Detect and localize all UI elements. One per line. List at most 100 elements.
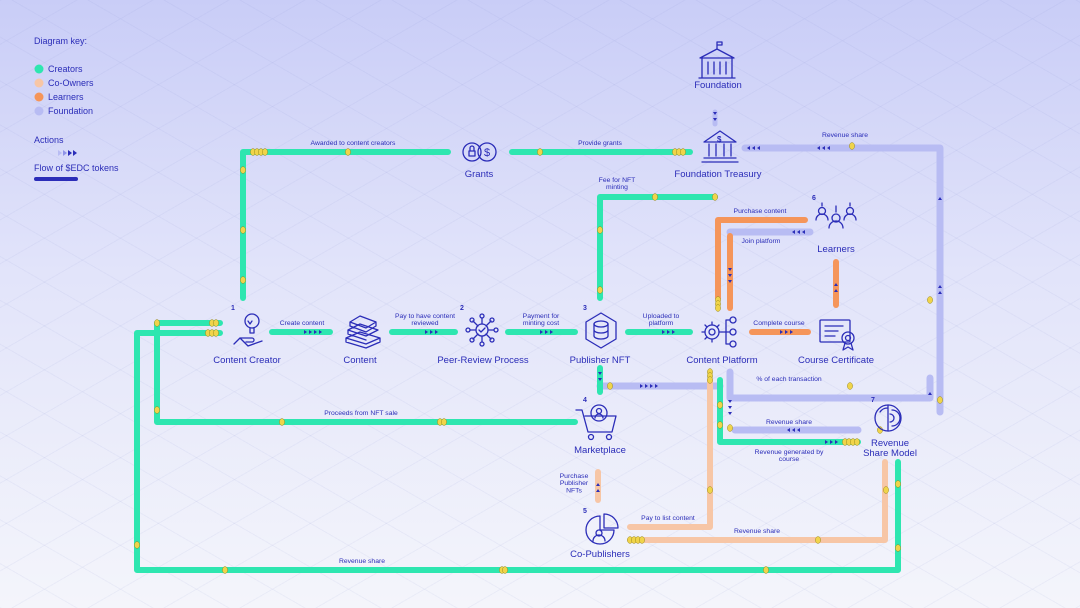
edge-label-pct-transaction: % of each transaction <box>756 376 822 383</box>
key-dot-learners <box>34 92 44 102</box>
step-number-2: 2 <box>460 305 464 312</box>
token-coin <box>262 148 268 156</box>
edge-labels: Awarded to content creators Provide gran… <box>280 132 869 565</box>
flow-foundation-revenue-top <box>741 144 944 416</box>
group-icon <box>815 202 857 229</box>
token-coin <box>712 193 718 201</box>
token-coin <box>895 480 901 488</box>
flow-learner-purchase <box>715 217 808 301</box>
token-coin <box>240 166 246 174</box>
edge-label-create-content: Create content <box>280 320 325 327</box>
token-coin <box>707 376 713 384</box>
arrow-review <box>425 330 438 334</box>
label-content-platform: Content Platform <box>686 355 757 366</box>
token-coin <box>927 296 933 304</box>
token-coin <box>763 566 769 574</box>
flow-foundation-nft-fee <box>597 194 718 301</box>
arrow-join <box>792 230 805 234</box>
token-coin <box>680 148 686 156</box>
token-coin <box>849 142 855 150</box>
certificate-icon <box>819 319 855 351</box>
token-coin <box>502 566 508 574</box>
step-number-3: 3 <box>583 305 587 312</box>
token-coin <box>895 544 901 552</box>
token-coin <box>727 424 733 432</box>
token-coin <box>345 148 351 156</box>
gear-network-icon <box>701 316 737 348</box>
label-course-certificate: Course Certificate <box>798 355 874 366</box>
step-number-1: 1 <box>231 305 235 312</box>
flow-creator-proceeds <box>154 320 578 425</box>
label-content-creator: Content Creator <box>213 355 281 366</box>
key-actions-arrows <box>58 150 77 156</box>
key-dot-coowners <box>34 78 44 88</box>
token-coin <box>597 226 603 234</box>
token-coin <box>441 418 447 426</box>
arrow-platform-down <box>728 400 732 415</box>
arrow-revenue-mid <box>787 428 800 432</box>
step-number-4: 4 <box>583 397 587 404</box>
edge-label-awarded: Awarded to content creators <box>311 140 396 147</box>
label-foundation: Foundation <box>694 80 742 91</box>
building-icon <box>698 41 736 79</box>
svg-text:$: $ <box>484 147 490 159</box>
network-check-icon <box>465 313 499 347</box>
step-number-5: 5 <box>583 508 587 515</box>
arrow-complete <box>780 330 793 334</box>
key-dot-foundation <box>34 106 44 116</box>
edge-label-join-platform: Join platform <box>742 238 781 245</box>
database-hex-icon <box>585 312 617 349</box>
token-coin <box>639 536 645 544</box>
flow-foundation-pct <box>726 368 934 402</box>
diagram-key: Diagram key: Creators Co-Owners Learners… <box>34 36 119 181</box>
key-foundation: Foundation <box>48 106 93 116</box>
edge-label-revenue-share-top: Revenue share <box>822 132 868 139</box>
token-coin <box>854 438 860 446</box>
token-coin <box>597 286 603 294</box>
key-learners: Learners <box>48 92 84 102</box>
step-number-7: 7 <box>871 397 875 404</box>
token-coin <box>715 304 721 312</box>
token-coins <box>134 142 943 574</box>
token-coin <box>213 329 219 337</box>
label-content: Content <box>343 355 377 366</box>
token-coin <box>154 406 160 414</box>
edge-label-pay-list: Pay to list content <box>641 515 695 522</box>
token-coin <box>707 486 713 494</box>
token-coin <box>134 541 140 549</box>
cart-icon <box>575 404 617 441</box>
arrow-learner-down <box>728 268 732 283</box>
token-coin <box>537 148 543 156</box>
edge-label-proceeds-nft: Proceeds from NFT sale <box>324 410 398 417</box>
key-actions: Actions <box>34 135 64 145</box>
arrow-foundation-down <box>713 112 717 121</box>
flow-coowner-pay-list <box>627 377 713 530</box>
label-grants: Grants <box>465 169 494 180</box>
arrow-copub-up <box>596 483 600 492</box>
flow-creator-awarded <box>240 149 451 301</box>
label-marketplace: Marketplace <box>574 445 626 456</box>
lightbulb-hand-icon <box>233 313 263 347</box>
step-number-6: 6 <box>812 195 816 202</box>
label-foundation-treasury: Foundation Treasury <box>674 169 761 180</box>
flow-creator-revenue-bottom <box>134 330 901 573</box>
token-coin <box>240 226 246 234</box>
action-arrows <box>304 112 942 492</box>
key-title: Diagram key: <box>34 36 87 46</box>
key-creators: Creators <box>48 64 83 74</box>
edge-label-revenue-share-mid: Revenue share <box>766 419 812 426</box>
book-stack-icon <box>345 315 381 349</box>
token-coin <box>717 421 723 429</box>
token-coin <box>652 193 658 201</box>
token-coin <box>154 319 160 327</box>
arrow-cert-up <box>834 283 838 292</box>
key-dot-creators <box>34 64 44 74</box>
key-coowners: Co-Owners <box>48 78 94 88</box>
token-coin <box>279 418 285 426</box>
edge-label-revenue-share-bottom: Revenue share <box>339 558 385 565</box>
